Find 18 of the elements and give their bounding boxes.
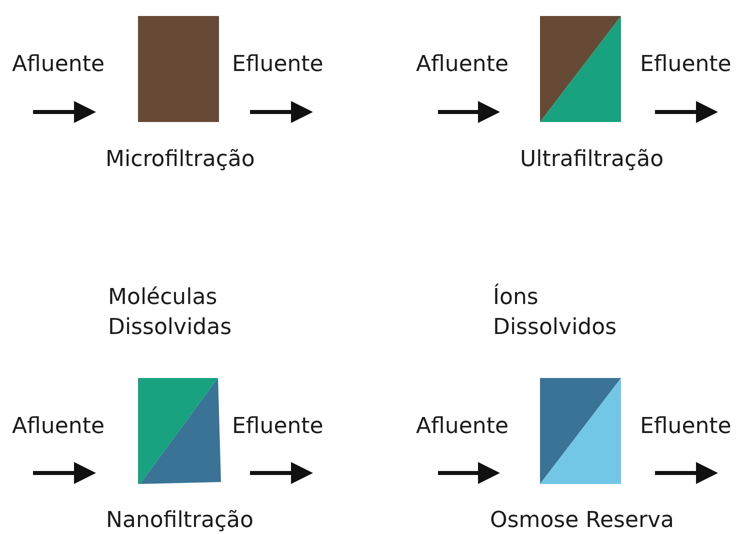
membrane-box [540,16,624,122]
flow-label: Afluente [12,413,104,441]
process-caption: Nanofiltração [106,507,254,534]
particle-label: Moléculas Dissolvidas [108,284,233,342]
membrane-box [138,16,222,122]
membrane-box [540,378,624,484]
flow-label: Afluente [12,51,104,79]
membrane-box [138,378,222,484]
flow-label: Afluente [416,413,508,441]
flow-label: Efluente [640,51,732,79]
particle-label: Íons Dissolvidos [493,283,618,342]
flow-label: Efluente [232,51,324,79]
process-caption: Osmose Reserva [490,507,674,534]
process-caption: Microfiltração [106,146,255,174]
flow-label: Efluente [640,413,732,441]
process-caption: Ultrafiltração [520,146,664,174]
flow-label: Efluente [232,413,324,441]
flow-label: Afluente [416,51,508,79]
